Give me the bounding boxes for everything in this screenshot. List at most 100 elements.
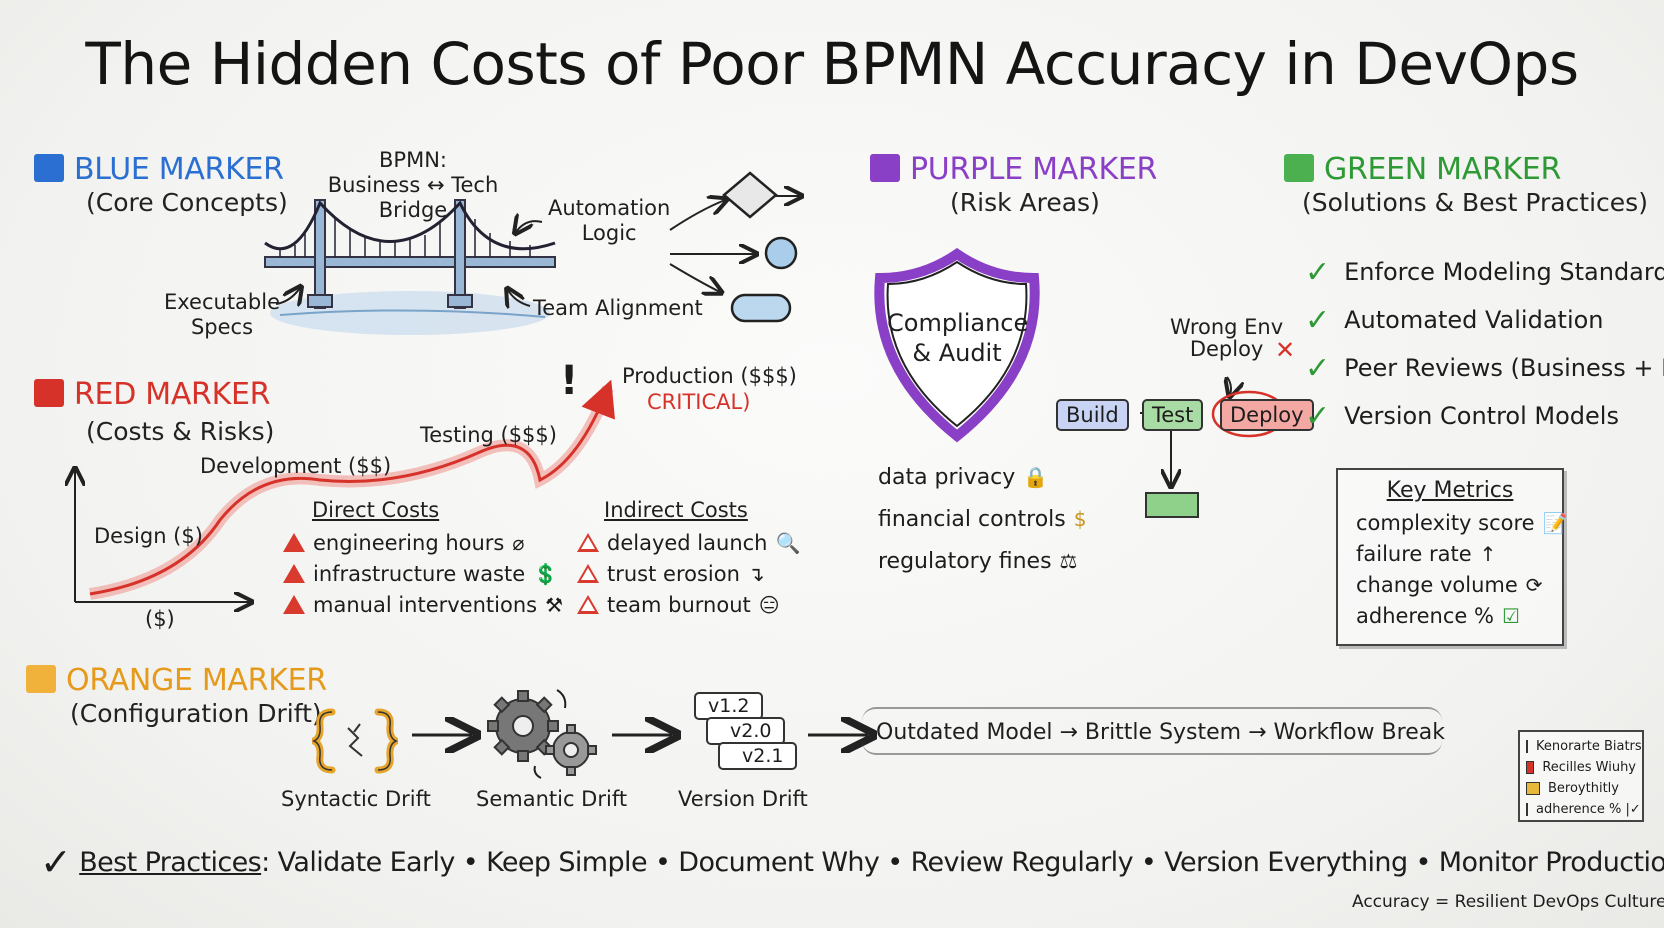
check-icon: ✓ (1305, 254, 1331, 290)
scales-icon: ⚖ (1059, 549, 1078, 573)
executable-specs-label: Executable Specs (164, 290, 281, 339)
risk-item: data privacy🔒 (878, 456, 1086, 498)
best-practices-footer: ✓ Best Practices: Validate Early • Keep … (40, 840, 1664, 884)
arrow-up-icon: ↑ (1479, 541, 1497, 566)
tired-face-icon: 😑 (758, 592, 780, 617)
purple-marker-header: PURPLE MARKER (870, 152, 1157, 187)
warning-icon (283, 595, 305, 614)
purple-square-icon (870, 154, 900, 182)
blue-header-text: BLUE MARKER (74, 152, 284, 187)
automation-logic-label: Automation Logic (548, 196, 671, 245)
legend-swatch (1526, 740, 1528, 753)
practice-text: Version Control Models (1344, 402, 1619, 430)
legend-swatch (1526, 761, 1535, 774)
warning-outline-icon (577, 564, 599, 583)
green-subtitle: (Solutions & Best Practices) (1302, 188, 1648, 217)
legend-swatch (1526, 803, 1528, 816)
indirect-cost-text: team burnout (607, 592, 751, 617)
version-drift-label: Version Drift (678, 787, 808, 811)
practice-text: Peer Reviews (Business + Dev) (1344, 354, 1664, 382)
blue-marker-header: BLUE MARKER (34, 152, 284, 187)
blue-subtitle: (Core Concepts) (86, 188, 288, 217)
gears-icon (487, 689, 597, 779)
indirect-costs-list: delayed launch🔍 trust erosion ↴ team burn… (577, 527, 800, 620)
metric-text: adherence % (1356, 603, 1494, 628)
design-cost-label: Design ($) (94, 524, 203, 548)
test-stage: Test (1142, 399, 1204, 431)
shield-icon (874, 248, 1040, 443)
syntactic-drift-label: Syntactic Drift (281, 787, 431, 811)
direct-cost-item: engineering hours ⌀ (283, 527, 563, 558)
check-icon: ✓ (1305, 350, 1331, 386)
legend-row: Kenorarte Biatrs (1526, 736, 1642, 757)
orange-square-icon (26, 665, 56, 693)
bpmn-shapes (722, 171, 798, 323)
base-cost-label: ($) (145, 607, 175, 631)
bridge-label: BPMN: Business ↔ Tech Bridge (327, 148, 499, 222)
lock-icon: 🔒 (1023, 465, 1049, 489)
risk-item: regulatory fines ⚖ (878, 540, 1086, 582)
warning-icon (283, 533, 305, 552)
legend-box: Kenorarte Biatrs Recilles Wiuhy Beroythi… (1518, 730, 1644, 822)
direct-cost-text: engineering hours (313, 530, 505, 555)
blue-square-icon (34, 154, 64, 182)
metric-item: complexity score📝 (1356, 507, 1568, 538)
cross-icon: ✕ (1275, 336, 1296, 364)
direct-cost-item: manual interventions⚒ (283, 589, 563, 620)
deploy-stage: Deploy (1220, 399, 1314, 431)
risk-item: financial controls $ (878, 498, 1086, 540)
blue-arrows (275, 170, 810, 340)
trend-down-icon: ↴ (747, 561, 765, 586)
practice-item: ✓Enforce Modeling Standards (1305, 248, 1664, 296)
indirect-cost-text: trust erosion (607, 561, 740, 586)
direct-cost-item: infrastructure waste 💲 (283, 558, 563, 589)
testing-cost-label: Testing ($$$) (420, 423, 557, 447)
purple-risk-list: data privacy🔒 financial controls $ regula… (878, 456, 1086, 582)
risk-text: financial controls (878, 506, 1066, 532)
red-marker-header: RED MARKER (34, 377, 270, 412)
green-marker-header: GREEN MARKER (1284, 152, 1561, 187)
development-cost-label: Development ($$) (200, 454, 392, 478)
legend-row: Beroythitly (1526, 778, 1636, 799)
version-tag: v2.1 (718, 742, 798, 770)
warning-outline-icon (577, 533, 599, 552)
dollar-icon: $ (1073, 507, 1087, 531)
indirect-cost-item: trust erosion ↴ (577, 558, 800, 589)
red-square-icon (34, 379, 64, 407)
legend-text: Beroythitly (1548, 781, 1619, 796)
cost-curve-chart (60, 379, 615, 620)
indirect-cost-item: delayed launch🔍 (577, 527, 800, 558)
red-subtitle: (Costs & Risks) (86, 417, 275, 446)
metric-item: failure rate↑ (1356, 538, 1562, 569)
direct-cost-text: infrastructure waste (313, 561, 526, 586)
magnifier-icon: 🔍 (775, 530, 801, 555)
page-title: The Hidden Costs of Poor BPMN Accuracy i… (85, 30, 1579, 98)
wrong-env-label: Wrong Env Deploy (1170, 315, 1284, 361)
critical-label: CRITICAL) (647, 390, 751, 414)
exclamation-mark: ! (560, 358, 579, 404)
check-icon: ✓ (1305, 302, 1331, 338)
bridge-illustration (264, 199, 556, 335)
direct-cost-text: manual interventions (313, 592, 538, 617)
direct-costs-title: Direct Costs (312, 498, 440, 522)
checkbox-icon: ☑ (1501, 603, 1520, 628)
purple-subtitle: (Risk Areas) (950, 188, 1100, 217)
key-metrics-box: Key Metrics complexity score📝 failure ra… (1336, 468, 1568, 646)
footer-check-icon: ✓ (40, 840, 72, 884)
green-square-icon (1284, 154, 1314, 182)
purple-header-text: PURPLE MARKER (910, 152, 1158, 187)
dollar-icon: 💲 (533, 561, 559, 586)
scorecard-icon: 📝 (1542, 510, 1568, 535)
pipeline-arrows (1140, 376, 1287, 518)
footer-text: : Validate Early • Keep Simple • Documen… (261, 847, 1664, 878)
warning-icon (283, 564, 305, 583)
compliance-audit-label: Compliance & Audit (887, 309, 1029, 367)
risk-text: regulatory fines (878, 548, 1052, 574)
no-symbol-icon: ⌀ (512, 530, 525, 555)
practice-item: ✓Automated Validation (1305, 296, 1664, 344)
orange-subtitle: (Configuration Drift) (70, 699, 322, 728)
red-header-text: RED MARKER (74, 377, 271, 412)
metric-item: adherence % ☑ (1356, 600, 1562, 631)
drift-arrows (412, 715, 880, 755)
metric-item: change volume⟳ (1356, 569, 1562, 600)
